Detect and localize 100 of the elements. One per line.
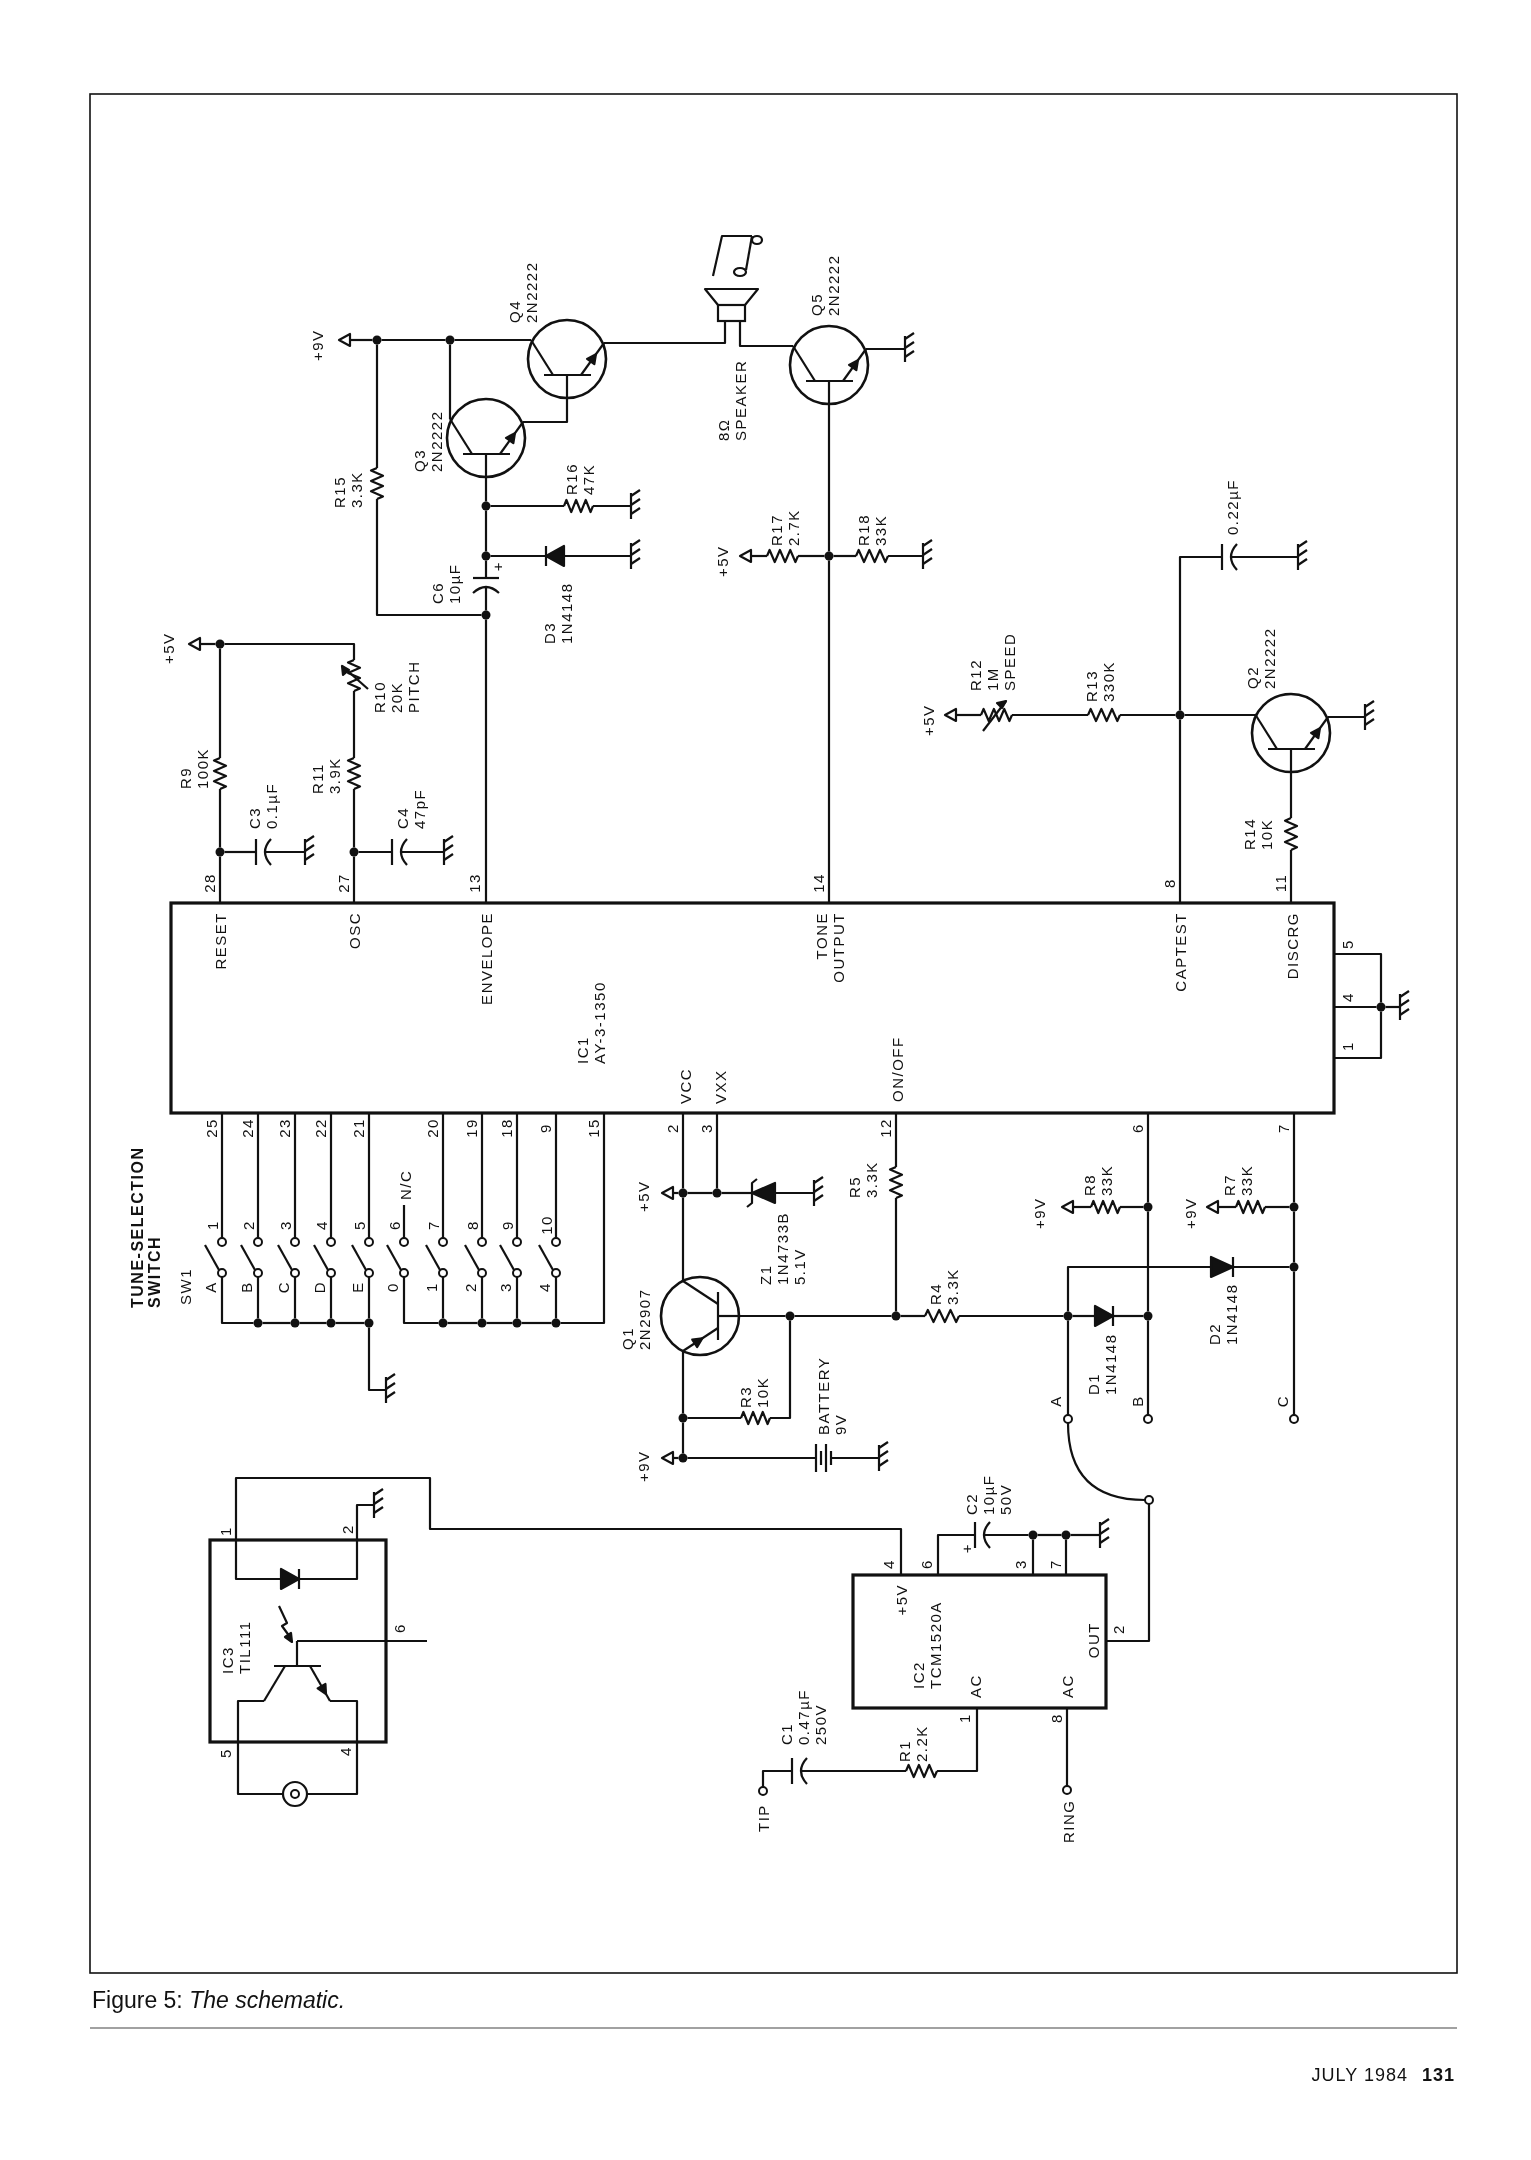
pin-number: 5	[1338, 939, 1356, 949]
wire	[293, 1113, 297, 1238]
wire	[265, 850, 305, 854]
wire	[447, 1321, 478, 1325]
wire	[480, 1113, 484, 1238]
wire	[486, 1321, 513, 1325]
pin-number: 13	[465, 873, 483, 893]
wire	[833, 554, 856, 558]
wire	[367, 1327, 386, 1392]
voltage-label: +9V	[1030, 1197, 1048, 1229]
wire	[218, 856, 222, 903]
wire	[224, 642, 356, 660]
wire	[1292, 1271, 1296, 1415]
switch-position-label: B	[237, 1281, 255, 1293]
wire	[1231, 555, 1298, 559]
wire	[521, 1321, 552, 1325]
wire	[794, 1314, 892, 1318]
wire	[1064, 1539, 1068, 1575]
pin-number: 2	[663, 1123, 681, 1133]
wire	[1146, 1113, 1150, 1203]
pin-label: CAPTEST	[1171, 912, 1189, 992]
wire	[894, 1198, 898, 1312]
component-label: IC1 AY-3-1350	[573, 981, 608, 1064]
wire	[490, 504, 564, 508]
component-label: R18 33K	[854, 513, 889, 546]
wire	[1065, 1708, 1069, 1786]
wire	[367, 1277, 371, 1319]
component-label: Q4 2N2222	[505, 261, 540, 323]
component-label: R11 3.9K	[308, 757, 343, 794]
wire	[1289, 850, 1293, 903]
wire	[256, 1113, 260, 1238]
wire	[1037, 1533, 1062, 1537]
wire	[1066, 1265, 1211, 1312]
wire	[827, 404, 831, 552]
wire	[218, 648, 222, 758]
wire	[827, 560, 831, 903]
component-label: R10 20K PITCH	[370, 660, 422, 713]
wire	[234, 1476, 903, 1581]
switch-position-label: C	[274, 1280, 292, 1294]
pin-number: 4	[1338, 992, 1356, 1002]
pin-number: 2	[1109, 1624, 1127, 1634]
wire	[894, 1113, 898, 1167]
pin-number: 6	[917, 1559, 935, 1569]
wire	[1012, 713, 1088, 717]
wire	[1265, 1205, 1290, 1209]
wire	[984, 1533, 1029, 1537]
component-label: C4 47pF	[393, 788, 428, 829]
wire	[515, 1277, 519, 1319]
wire	[262, 1321, 291, 1325]
wire	[1334, 1011, 1383, 1060]
wire	[560, 1113, 606, 1325]
switch-position-label: 6	[385, 1220, 403, 1230]
component-label: R9 100K	[176, 747, 211, 789]
pin-label: VCC	[676, 1067, 694, 1104]
wire	[515, 1113, 519, 1238]
voltage-label: +5V	[634, 1180, 652, 1212]
wire	[352, 789, 356, 848]
wire	[1289, 772, 1293, 818]
pin-number: 11	[1271, 873, 1289, 893]
component-label: R14 10K	[1240, 817, 1275, 850]
pin-number: 2	[338, 1524, 356, 1534]
wire	[1146, 1211, 1150, 1312]
pin-number: 1	[955, 1713, 973, 1723]
pin-number: 8	[1160, 878, 1178, 888]
component-label: R15 3.3K	[330, 471, 365, 508]
wire	[490, 554, 546, 558]
figure-caption: Figure 5: The schematic.	[92, 1987, 346, 2014]
polarity-mark: +	[488, 560, 506, 572]
pin-label: TONE OUTPUT	[812, 912, 847, 983]
pin-number: 1	[216, 1526, 234, 1536]
wire	[1184, 713, 1255, 717]
wire	[299, 1321, 327, 1325]
component-label: BATTERY 9V	[814, 1356, 849, 1435]
pin-number: 6	[1128, 1123, 1146, 1133]
wire	[1146, 1320, 1150, 1415]
pin-number: 28	[200, 873, 218, 893]
switch-title: TUNE-SELECTION SWITCH	[128, 1146, 163, 1308]
pin-number: 8	[1047, 1713, 1065, 1723]
switch-position-label: 1	[203, 1220, 221, 1230]
wire	[715, 1113, 719, 1189]
pin-label: RESET	[211, 912, 229, 970]
switch-position-label: D	[310, 1280, 328, 1294]
wire	[448, 344, 452, 419]
wire	[484, 619, 488, 903]
pin-number: 14	[809, 873, 827, 893]
switch-position-label: 1	[422, 1282, 440, 1292]
pin-number: 12	[876, 1118, 894, 1138]
wire	[681, 1351, 685, 1414]
voltage-label: +9V	[1181, 1197, 1199, 1229]
wire	[1178, 555, 1222, 711]
wire	[687, 1456, 816, 1460]
wire	[293, 1277, 297, 1319]
wire	[329, 1277, 333, 1319]
wire	[441, 1277, 445, 1319]
wire	[937, 1708, 979, 1773]
wire	[681, 1113, 685, 1189]
wire	[1178, 719, 1182, 903]
component-label: R1 2.2K	[895, 1725, 930, 1762]
wire	[220, 1277, 254, 1325]
wire	[798, 554, 825, 558]
